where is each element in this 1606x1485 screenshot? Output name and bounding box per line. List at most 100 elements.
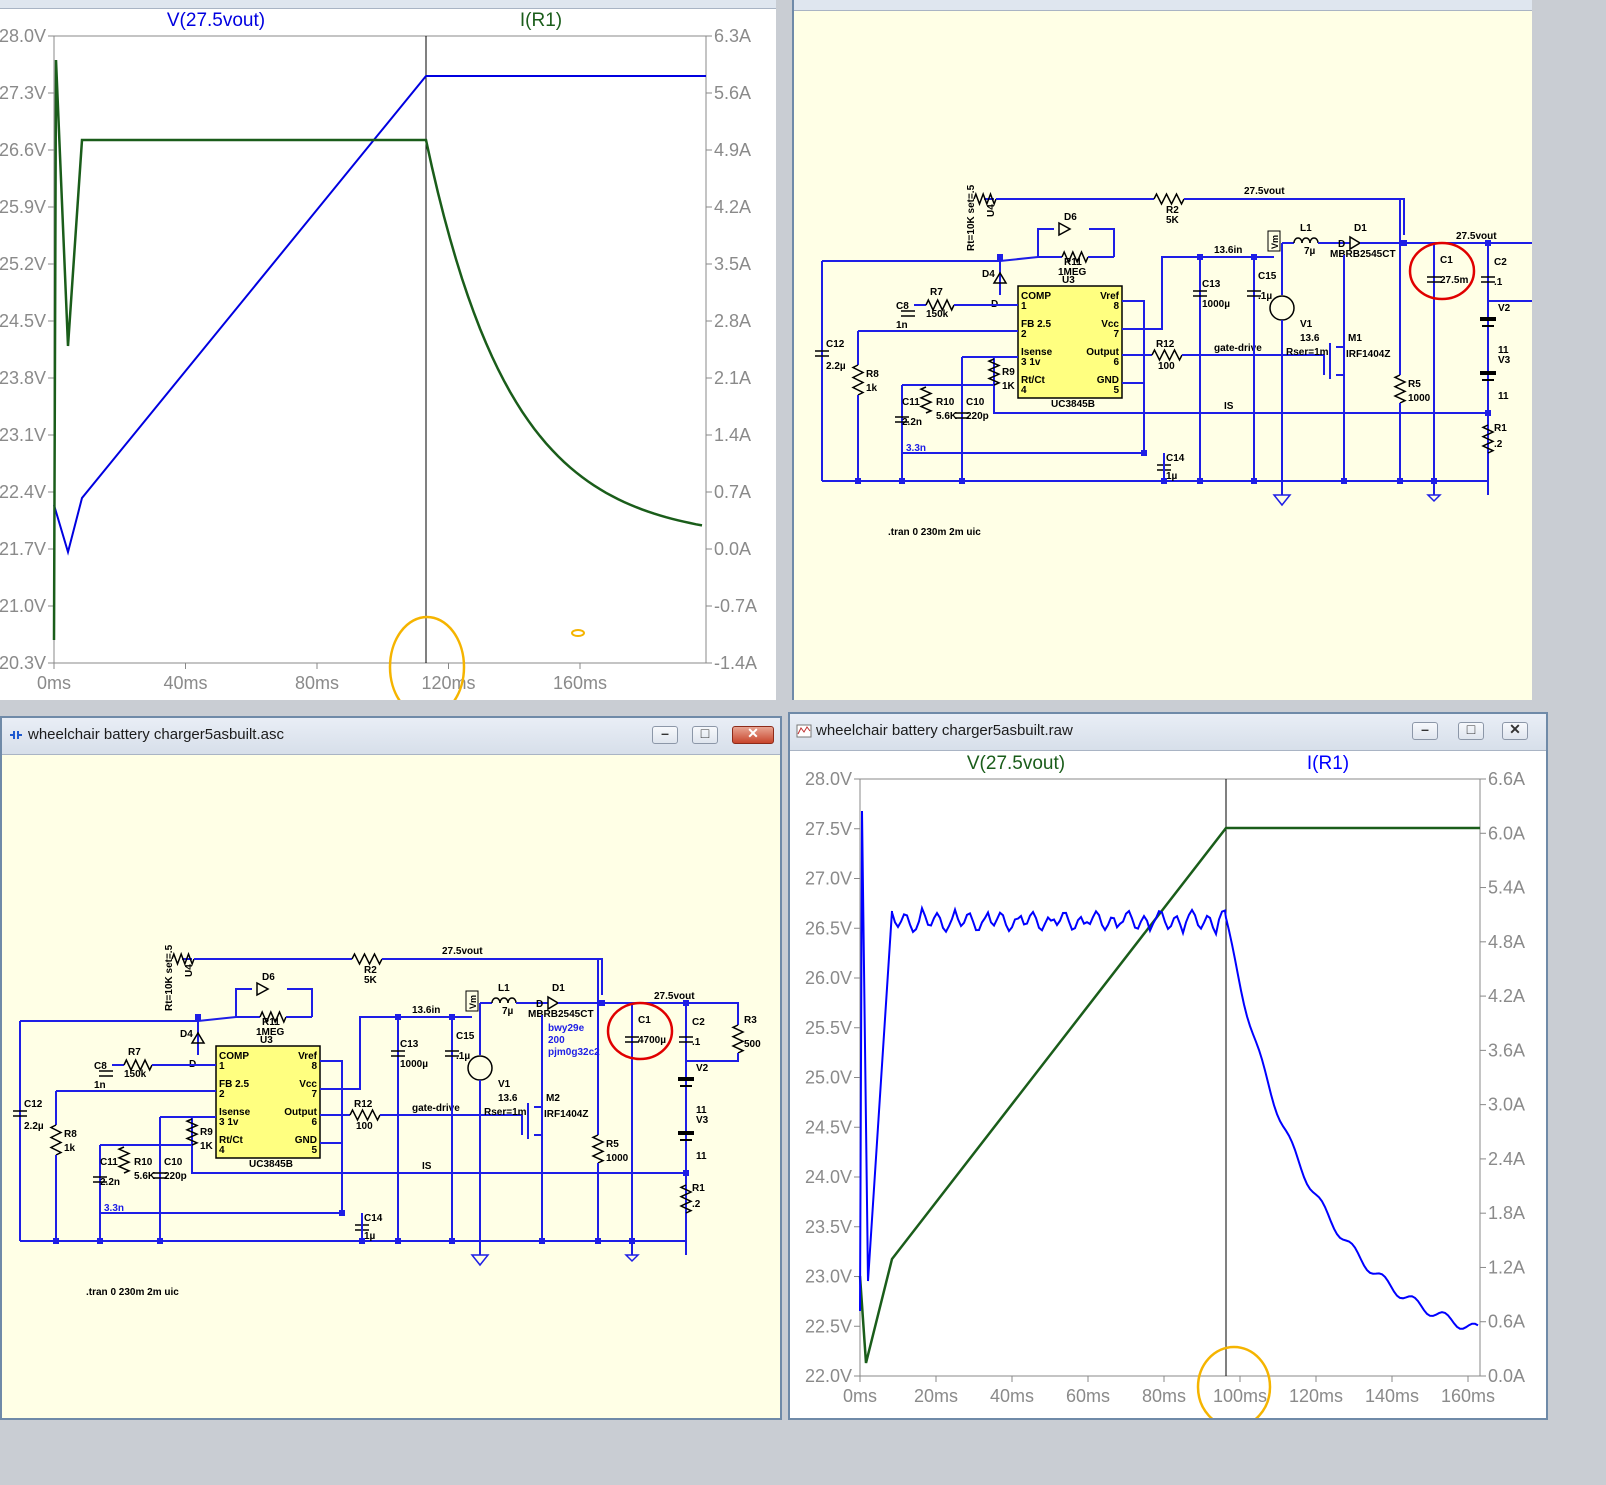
junction [1251, 478, 1257, 484]
minimize-button[interactable]: – [652, 725, 678, 744]
c12-label: C12 [24, 1099, 43, 1110]
x-tick-label: 80ms [1142, 1386, 1186, 1406]
bottom-left-schematic-window[interactable]: wheelchair battery charger5asbuilt.asc –… [0, 716, 782, 1420]
wire [20, 1016, 237, 1022]
c33-label: 3.3n [906, 443, 926, 454]
junction [339, 1210, 345, 1216]
u3-label: U3 [1062, 275, 1075, 286]
c2-value: .1 [1494, 277, 1503, 288]
u4-label: U4 [986, 204, 997, 217]
r12-value: 100 [356, 1121, 373, 1132]
bottom-right-waveform-svg: 28.0V27.5V27.0V26.5V26.0V25.5V25.0V24.5V… [805, 753, 1525, 1418]
junction [899, 478, 905, 484]
y-right-tick-label: 4.8A [1488, 932, 1525, 952]
r11-value: 1MEG [256, 1027, 285, 1038]
y-right-tick-label: 5.6A [714, 83, 751, 103]
junction [1397, 478, 1403, 484]
minimize-button[interactable]: – [1412, 721, 1438, 740]
y-left-tick-label: 21.0V [0, 596, 46, 616]
titlebar[interactable]: wheelchair battery charger5asbuilt.asc –… [2, 718, 780, 755]
junction [1141, 450, 1147, 456]
diode-d4 [992, 271, 1008, 284]
d1-label: D1 [552, 983, 565, 994]
net-label-gate-drive: gate-drive [412, 1103, 460, 1114]
battery-v3 [678, 1131, 694, 1135]
trace-label-voltage: V(27.5vout) [967, 753, 1065, 774]
wire [822, 256, 1039, 262]
ic-pin-num-right: 6 [1113, 357, 1119, 368]
maximize-button[interactable]: □ [692, 725, 718, 744]
battery-v3 [680, 1139, 692, 1141]
mosfet-label: M1 [1348, 333, 1362, 344]
c8-value: 1n [896, 320, 908, 331]
wire-27.5vout [382, 958, 603, 995]
resistor-u4 [171, 951, 195, 967]
y-right-tick-label: 0.6A [1488, 1312, 1525, 1332]
ic-pin-label-left: FB 2.5 [1021, 319, 1051, 330]
net-label-is: IS [422, 1161, 432, 1172]
u4-param: Rt=10K set=.5 [164, 944, 175, 1011]
junction [359, 1238, 365, 1244]
c15-label: C15 [456, 1031, 475, 1042]
r9-label: R9 [1002, 367, 1015, 378]
x-tick-label: 120ms [421, 673, 475, 693]
x-tick-label: 40ms [163, 673, 207, 693]
x-tick-label: 0ms [843, 1386, 877, 1406]
wire-27.5vout [1184, 198, 1405, 235]
y-left-tick-label: 28.0V [0, 26, 46, 46]
ammeter-vm [465, 990, 479, 1012]
r12-value: 100 [1158, 361, 1175, 372]
tran-directive: .tran 0 230m 2m uic [86, 1287, 179, 1298]
r8-value: 1k [866, 383, 878, 394]
l1-value: 7µ [502, 1006, 514, 1017]
y-right-tick-label: 1.4A [714, 425, 751, 445]
net-label-gate-drive: gate-drive [1214, 343, 1262, 354]
wire [1488, 242, 1532, 244]
titlebar[interactable]: wheelchair battery charger5asbuilt.raw –… [790, 714, 1546, 751]
inductor-l1 [1293, 237, 1303, 244]
junction [1431, 478, 1437, 484]
y-left-tick-label: 23.8V [0, 368, 46, 388]
y-left-tick-label: 24.5V [0, 311, 46, 331]
ic-uc3845b [1017, 285, 1123, 399]
junction [1401, 240, 1407, 246]
c13-label: C13 [1202, 279, 1221, 290]
c14-label: C14 [364, 1213, 383, 1224]
trace-voltage [858, 826, 1480, 1364]
net-label-13.6in: 13.6in [1214, 245, 1242, 256]
l1-value: 7µ [1304, 246, 1316, 257]
close-button[interactable]: ✕ [1502, 721, 1528, 740]
close-button[interactable]: ✕ [732, 725, 774, 744]
ic-pin-label-left: COMP [219, 1051, 249, 1062]
maximize-button[interactable]: □ [1458, 721, 1484, 740]
x-tick-label: 60ms [1066, 1386, 1110, 1406]
y-left-tick-label: 23.0V [805, 1267, 852, 1287]
inductor-l1 [1301, 237, 1311, 244]
ic-pin-num-right: 6 [311, 1117, 317, 1128]
y-right-tick-label: 6.6A [1488, 769, 1525, 789]
c1-label: C1 [1440, 255, 1453, 266]
r11-value: 1MEG [1058, 267, 1087, 278]
y-right-tick-label: 4.2A [1488, 986, 1525, 1006]
c12-value: 2.2µ [24, 1121, 44, 1132]
junction [97, 1238, 103, 1244]
mosfet-value: IRF1404Z [1346, 349, 1390, 360]
c10-value: 220p [966, 411, 989, 422]
junction [959, 478, 965, 484]
r2-value: 5K [1166, 215, 1180, 226]
c33-label: 3.3n [104, 1203, 124, 1214]
ic-pin-num-left: 1 [1021, 301, 1027, 312]
y-right-tick-label: 4.2A [714, 197, 751, 217]
u4-param: Rt=10K set=.5 [966, 184, 977, 251]
d4-label: D4 [180, 1029, 193, 1040]
y-left-tick-label: 20.3V [0, 653, 46, 673]
c13-value: 1000µ [1202, 299, 1230, 310]
c10-label: C10 [164, 1157, 183, 1168]
ic-pin-num-right: 5 [1113, 385, 1119, 396]
bottom-right-plot-window[interactable]: wheelchair battery charger5asbuilt.raw –… [788, 712, 1548, 1420]
